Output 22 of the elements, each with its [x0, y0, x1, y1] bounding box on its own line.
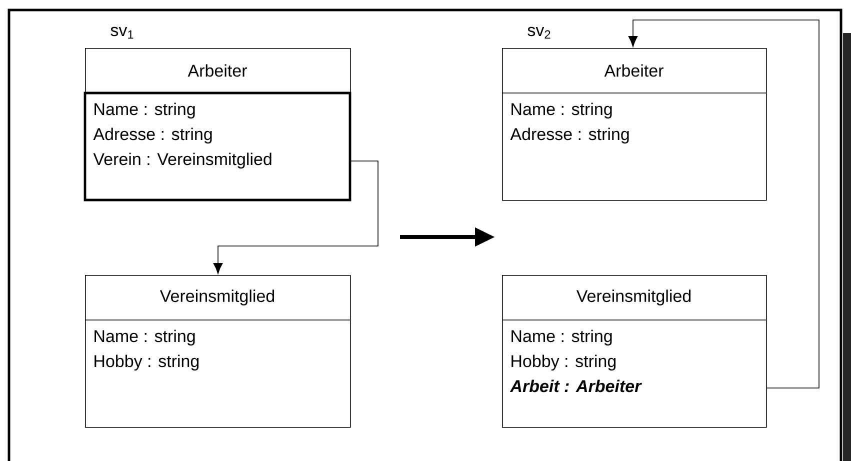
class-box [502, 48, 767, 201]
class-name: Vereinsmitglied [576, 290, 691, 306]
attribute: Name : string [94, 330, 195, 346]
attribute: Adresse : string [93, 128, 212, 144]
arrow [628, 20, 820, 388]
attribute: Adresse : string [510, 128, 629, 144]
class-name: Arbeiter [188, 64, 247, 77]
attribute: Name : string [94, 102, 195, 119]
attribute: Hobby : string [94, 354, 199, 371]
attribute: Hobby : string [512, 354, 616, 371]
class-box [84, 48, 352, 202]
attribute: Name : string [512, 330, 612, 346]
state-label: sv$_{1}$ [110, 26, 134, 39]
attribute: Arbeit : Arbeiter [510, 380, 642, 392]
state-label: sv$_{2}$ [528, 26, 550, 39]
class-box [84, 275, 351, 428]
arrow [213, 160, 378, 274]
attribute: Name : string [512, 102, 612, 119]
attribute: Verein : Vereinsmitglied [93, 152, 272, 169]
class-name: Arbeiter [604, 64, 664, 77]
class-box [502, 275, 767, 428]
class-name: Vereinsmitglied [160, 290, 274, 306]
